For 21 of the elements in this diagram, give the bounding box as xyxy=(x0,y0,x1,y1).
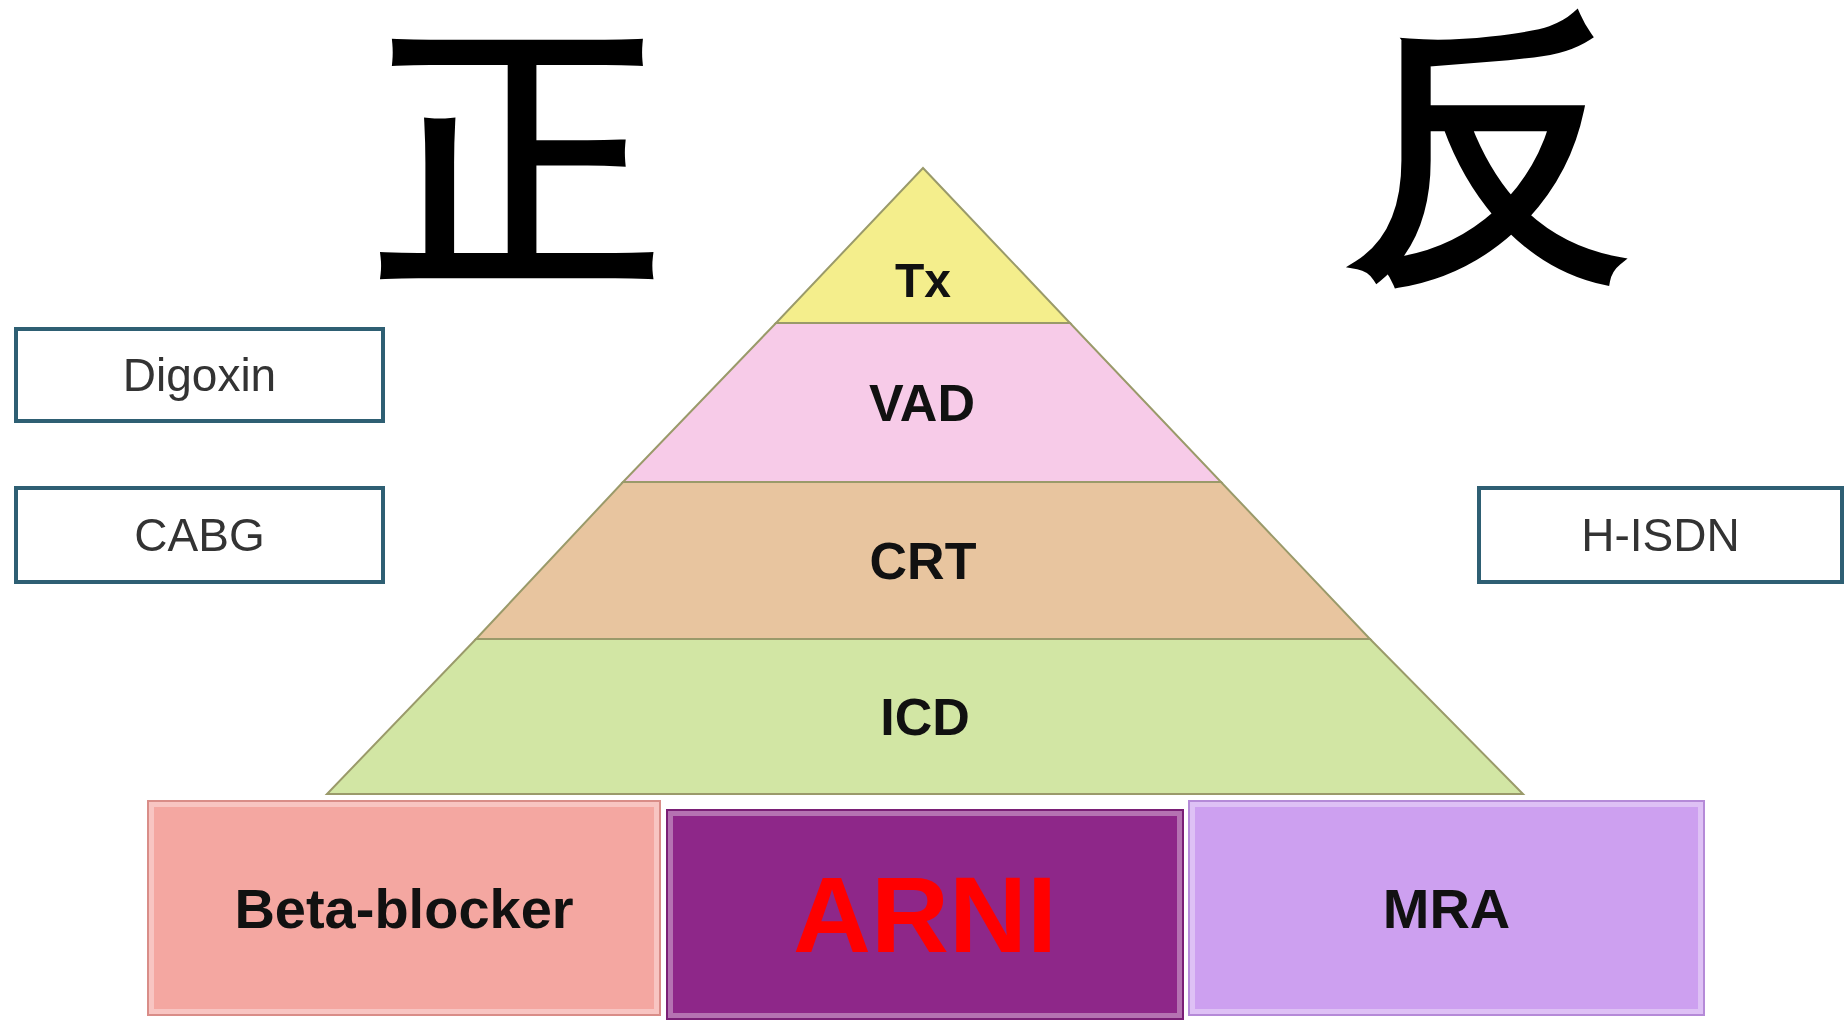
calligraphy-character: 正 xyxy=(380,20,660,300)
option-box xyxy=(14,327,385,423)
layer-label: CABG xyxy=(134,508,265,562)
pyramid-layer xyxy=(776,168,1070,323)
pyramid-layer xyxy=(623,323,1221,482)
layer-label: Beta-blocker xyxy=(234,875,574,941)
layer-label: H-ISDN xyxy=(1581,508,1740,562)
layer-label: ICD xyxy=(880,686,970,747)
base-block xyxy=(666,809,1184,1020)
base-block xyxy=(1188,800,1705,1016)
layer-label: MRA xyxy=(1382,875,1511,941)
layer-label: VAD xyxy=(869,372,975,433)
layer-label: Tx xyxy=(895,253,951,308)
base-block xyxy=(147,800,661,1016)
pyramid-layer xyxy=(476,482,1370,639)
layer-label: Digoxin xyxy=(122,348,277,402)
option-box xyxy=(1477,486,1844,584)
layer-label: CRT xyxy=(869,530,977,591)
pyramid-layer xyxy=(327,639,1523,794)
option-box xyxy=(14,486,385,584)
layer-label: ARNI xyxy=(793,853,1057,977)
